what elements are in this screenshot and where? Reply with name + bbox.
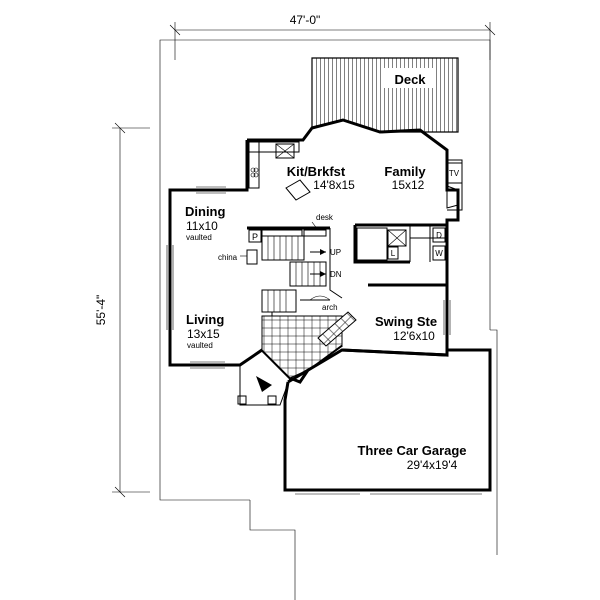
arch: arch (309, 295, 338, 312)
kitchen-size: 14'8x15 (313, 178, 355, 192)
interior-walls (247, 223, 447, 301)
room-swing: Swing Ste 12'6x10 (375, 314, 437, 343)
dimension-width: 47'-0" (169, 13, 496, 60)
family-size: 15x12 (392, 178, 425, 192)
kitchen-label: Kit/Brkfst (287, 164, 346, 179)
garage-label: Three Car Garage (357, 443, 466, 458)
room-kitchen: Kit/Brkfst 14'8x15 (287, 164, 355, 192)
linen-label: L (391, 249, 396, 258)
dining-size: 11x10 (186, 219, 218, 233)
kitchen-counters (248, 141, 311, 201)
family-label: Family (384, 164, 426, 179)
width-label: 47'-0" (290, 13, 321, 27)
pantry-label: P (252, 232, 258, 242)
room-garage: Three Car Garage 29'4x19'4 (357, 443, 466, 472)
windows (166, 186, 451, 369)
dryer-label: D (436, 231, 442, 240)
swing-size: 12'6x10 (393, 329, 435, 343)
desk-label: desk (316, 213, 334, 222)
living-label: Living (186, 312, 224, 327)
desk: desk (311, 213, 334, 231)
room-dining: Dining 11x10 vaulted (185, 204, 225, 242)
dining-note: vaulted (186, 233, 212, 242)
room-family: Family 15x12 (384, 164, 426, 192)
swing-label: Swing Ste (375, 314, 437, 329)
tv-cabinet: TV (446, 162, 463, 209)
room-living: Living 13x15 vaulted (186, 312, 224, 350)
stairs-up-label: UP (330, 248, 341, 257)
stairs-down-label: DN (330, 270, 342, 279)
living-note: vaulted (187, 341, 213, 350)
china-label: china (218, 253, 238, 262)
garage-size: 29'4x19'4 (407, 458, 458, 472)
tv-label: TV (449, 169, 460, 178)
deck-label: Deck (394, 72, 426, 87)
garage (283, 348, 492, 495)
china-cabinet: china (218, 249, 258, 265)
foyer-tile (261, 311, 357, 379)
dimension-depth: 55'-4" (94, 122, 150, 498)
living-size: 13x15 (187, 327, 220, 341)
washer-label: W (435, 249, 443, 258)
laundry-bath: L D W (356, 227, 446, 261)
arch-label: arch (322, 303, 338, 312)
dining-label: Dining (185, 204, 225, 219)
depth-label: 55'-4" (94, 295, 108, 326)
site-outline (159, 39, 498, 600)
